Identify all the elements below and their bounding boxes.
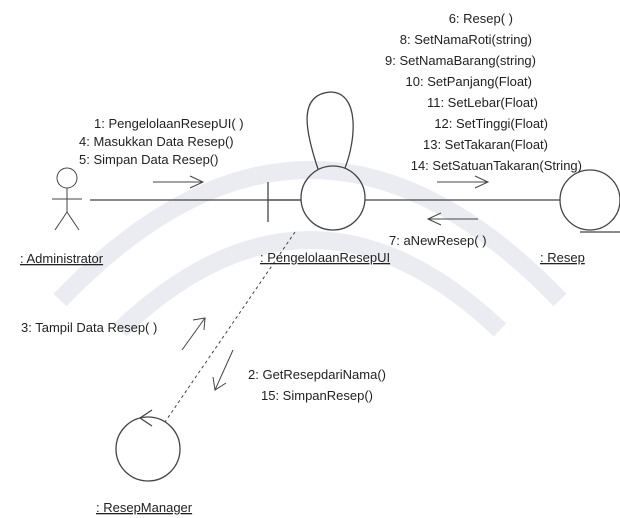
arrow-left-icon xyxy=(426,212,478,226)
message-label: 3: Tampil Data Resep( ) xyxy=(21,320,157,335)
object-label-ui: : PengelolaanResepUI xyxy=(260,250,390,265)
message-label: 8: SetNamaRoti(string) xyxy=(400,32,532,47)
message-label: 13: SetTakaran(Float) xyxy=(423,137,548,152)
arrow-up-right-icon xyxy=(181,317,206,351)
administrator-actor-icon xyxy=(52,167,82,231)
message-label: 9: SetNamaBarang(string) xyxy=(385,53,536,68)
message-label: 1: PengelolaanResepUI( ) xyxy=(94,116,244,131)
message-group-admin-ui: 1: PengelolaanResepUI( ) 4: Masukkan Dat… xyxy=(79,116,244,167)
watermark xyxy=(53,161,567,337)
message-label: 4: Masukkan Data Resep() xyxy=(79,134,234,149)
object-label-manager: : ResepManager xyxy=(96,500,193,515)
message-group-ui-resep: 6: Resep( ) 8: SetNamaRoti(string) 9: Se… xyxy=(385,11,582,173)
message-label: 5: Simpan Data Resep() xyxy=(79,152,218,167)
object-label-administrator: : Administrator xyxy=(20,251,104,266)
message-label: 7: aNewResep( ) xyxy=(389,233,487,248)
message-label: 12: SetTinggi(Float) xyxy=(434,116,548,131)
message-label: 14: SetSatuanTakaran(String) xyxy=(411,158,582,173)
arrow-right-icon xyxy=(437,175,490,189)
object-label-resep: : Resep xyxy=(540,250,585,265)
arrow-right-icon xyxy=(153,175,205,189)
entity-object-icon xyxy=(559,169,620,233)
message-label: 6: Resep( ) xyxy=(449,11,513,26)
message-label: 10: SetPanjang(Float) xyxy=(406,74,532,89)
message-label: 15: SimpanResep() xyxy=(261,388,373,403)
message-label: 2: GetResepdariNama() xyxy=(248,367,386,382)
message-label: 11: SetLebar(Float) xyxy=(427,95,538,110)
link-ui-manager xyxy=(164,231,296,423)
boundary-object-icon xyxy=(267,91,366,231)
message-group-ui-manager: 2: GetResepdariNama() 15: SimpanResep() xyxy=(248,367,386,403)
arrow-down-left-icon xyxy=(212,349,234,391)
control-object-icon xyxy=(115,409,181,482)
